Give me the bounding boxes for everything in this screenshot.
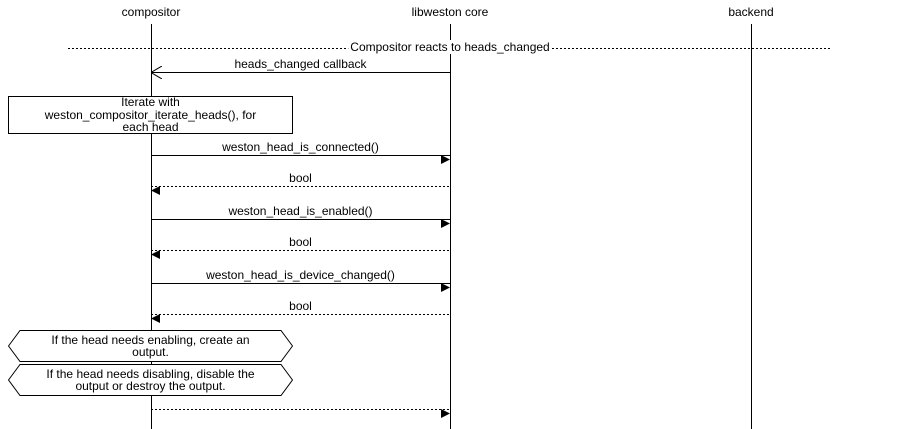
note-text-block: If the head needs disabling, disable the… [46,366,255,393]
note-disable-head-condition: If the head needs disabling, disable the… [8,364,293,396]
message-label-bool-return-1: bool [289,171,312,185]
message-line-bool-return-3[interactable] [151,314,450,315]
note-line-3: each head [122,120,179,135]
lifeline-backend [751,24,752,429]
participant-label-backend: backend [728,5,774,19]
message-label-bool-return-3: bool [289,299,312,313]
message-arrowhead-weston-head-is-device-changed [441,279,450,292]
message-arrowhead-bool-return-1 [151,182,160,195]
note-line-2: weston_compositor_iterate_heads(), for [44,107,257,122]
participant-label-compositor: compositor [121,5,181,19]
note-text-disable-head-condition: If the head needs disabling, disable the… [8,364,293,396]
message-arrowhead-bool-return-3 [151,310,160,323]
message-label-weston-head-is-device-changed: weston_head_is_device_changed() [206,268,395,282]
divider-label: Compositor reacts to heads_changed [348,40,552,54]
message-arrowhead-weston-head-is-enabled [441,215,450,228]
note-line-1: If the head needs disabling, disable the [46,366,255,381]
note-line-1: Iterate with [121,95,180,110]
lifeline-libweston-core [450,24,451,429]
message-label-weston-head-is-connected: weston_head_is_connected() [222,140,379,154]
message-line-bool-return-1[interactable] [151,186,450,187]
message-line-weston-head-is-device-changed[interactable] [151,283,450,284]
message-arrowhead-weston-head-is-connected [441,151,450,164]
message-line-final-return[interactable] [151,409,450,410]
message-label-heads-changed-callback: heads_changed callback [234,57,367,71]
message-line-weston-head-is-enabled[interactable] [151,219,450,220]
message-label-bool-return-2: bool [289,235,312,249]
message-arrowhead-bool-return-2 [151,246,160,259]
note-line-1: If the head needs enabling, create an [51,332,250,347]
note-line-2: output or destroy the output. [75,379,226,393]
message-arrowhead-final-return [441,405,450,418]
note-line-2: output. [132,345,169,359]
participant-label-libweston-core: libweston core [411,5,489,19]
message-arrowhead-heads-changed-callback [150,65,163,80]
message-line-bool-return-2[interactable] [151,250,450,251]
message-line-weston-head-is-connected[interactable] [151,155,450,156]
message-label-weston-head-is-enabled: weston_head_is_enabled() [228,204,373,218]
lifeline-compositor [151,24,152,429]
message-line-heads-changed-callback[interactable] [151,72,450,73]
